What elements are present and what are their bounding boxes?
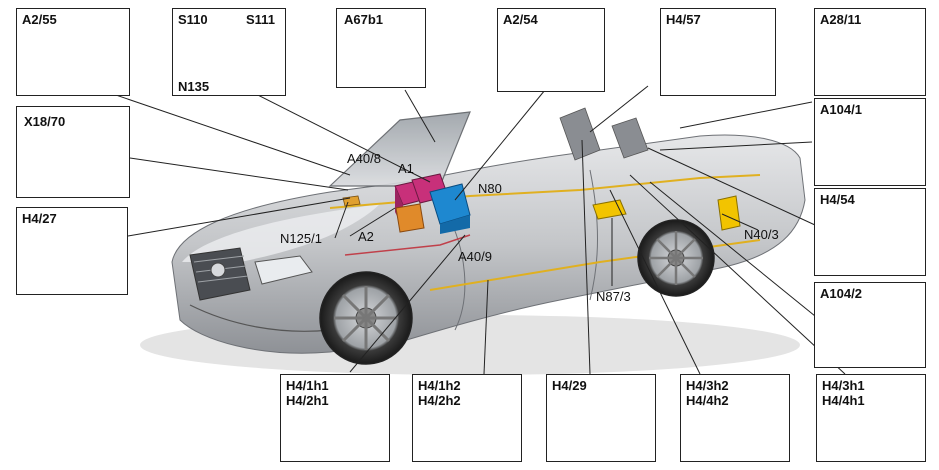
front-wheel <box>319 271 413 365</box>
box-h4-54 <box>814 188 926 276</box>
callout-a2: A2 <box>358 229 374 244</box>
label-a2-54: A2/54 <box>503 12 538 27</box>
rear-wheel <box>637 219 715 297</box>
label-h4-2h2: H4/2h2 <box>418 393 461 408</box>
label-a104-1: A104/1 <box>820 102 862 117</box>
label-h4-27: H4/27 <box>22 211 57 226</box>
callout-n40-3: N40/3 <box>744 227 779 242</box>
label-n135: N135 <box>178 79 210 94</box>
box-h4-1h1 <box>280 374 390 462</box>
label-h4-29: H4/29 <box>552 378 587 393</box>
callout-n87-3: N87/3 <box>596 289 631 304</box>
label-h4-57: H4/57 <box>666 12 701 27</box>
label-h4-4h1: H4/4h1 <box>822 393 865 408</box>
callout-n80: N80 <box>478 181 502 196</box>
label-h4-3h1: H4/3h1 <box>822 378 865 393</box>
label-a104-2: A104/2 <box>820 286 862 301</box>
label-x18-70: X18/70 <box>22 114 68 129</box>
callout-a40-8: A40/8 <box>347 151 381 166</box>
leader-lines <box>71 79 846 375</box>
box-h4-3h1 <box>816 374 926 462</box>
callout-n125-1: N125/1 <box>280 231 322 246</box>
box-h4-27 <box>16 207 128 295</box>
box-a28-11 <box>814 8 926 96</box>
box-a104-2 <box>814 282 926 368</box>
label-h4-2h1: H4/2h1 <box>286 393 329 408</box>
label-h4-4h2: H4/4h2 <box>686 393 729 408</box>
module-orange <box>395 203 425 233</box>
callout-a40-9: A40/9 <box>458 249 492 264</box>
module-n125-1 <box>342 195 361 207</box>
box-h4-57 <box>660 8 776 96</box>
label-h4-3h2: H4/3h2 <box>686 378 729 393</box>
box-h4-29 <box>546 374 656 462</box>
box-steering-wheel <box>172 8 286 96</box>
label-h4-1h1: H4/1h1 <box>286 378 329 393</box>
label-s111: S111 <box>246 12 275 27</box>
label-a67b1: A67b1 <box>342 12 386 27</box>
label-h4-1h2: H4/1h2 <box>418 378 461 393</box>
box-a2-54 <box>497 8 605 92</box>
callout-a1: A1 <box>398 161 414 176</box>
box-a104-1 <box>814 98 926 186</box>
box-h4-3h2 <box>680 374 790 462</box>
label-s110: S110 <box>178 12 208 27</box>
label-a2-55: A2/55 <box>22 12 57 27</box>
label-a28-11: A28/11 <box>820 12 862 27</box>
box-h4-1h2 <box>412 374 522 462</box>
box-a2-55 <box>16 8 130 96</box>
label-h4-54: H4/54 <box>820 192 855 207</box>
module-n40-3 <box>717 195 741 231</box>
